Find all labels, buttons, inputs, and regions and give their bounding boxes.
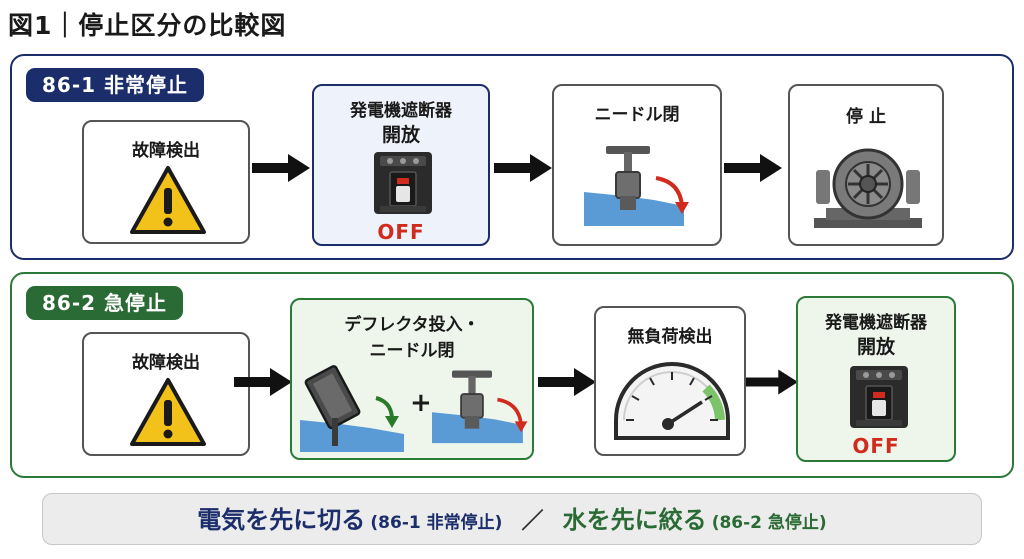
flow-arrow (538, 368, 596, 396)
step-fault-detect: 故障検出 (82, 332, 250, 456)
step-title: デフレクタ投入・ (344, 315, 480, 335)
warning-icon (130, 166, 206, 234)
step-title: ニードル閉 (594, 105, 680, 125)
flow-arrow (724, 154, 782, 182)
summary-electric-first: 電気を先に切る (197, 506, 366, 534)
step-breaker-open: 発電機遮断器 開放 OFF (796, 296, 956, 462)
flow-arrow (494, 154, 552, 182)
breaker-icon (374, 152, 432, 214)
needle-valve-icon (432, 370, 528, 444)
figure-title: 図1｜停止区分の比較図 (8, 11, 287, 40)
summary-tag-86-1: (86-1 非常停止) (370, 513, 503, 533)
step-title: 停 止 (846, 107, 886, 127)
summary-bar: 電気を先に切る (86-1 非常停止) ／ 水を先に絞る (86-2 急停止) (42, 493, 982, 545)
step-needle-close: ニードル閉 (552, 84, 722, 246)
step-title: 故障検出 (132, 353, 200, 373)
status-off: OFF (377, 220, 425, 244)
section-quick-stop: 86-2 急停止 故障検出 デフレクタ投入・ ニードル閉 + (10, 272, 1014, 478)
step-title: 無負荷検出 (627, 327, 713, 347)
breaker-icon (850, 366, 908, 428)
flow-arrow (746, 369, 798, 395)
plus-sign: + (410, 388, 432, 418)
summary-water-first: 水を先に絞る (562, 506, 707, 534)
generator-icon (814, 148, 922, 228)
section-label-86-2: 86-2 急停止 (26, 286, 184, 320)
flow-arrow (252, 154, 310, 182)
gauge-icon (614, 362, 730, 440)
summary-separator: ／ (521, 509, 544, 534)
step-title: 故障検出 (132, 141, 200, 161)
step-subtitle: 開放 (381, 124, 420, 146)
step-subtitle: 開放 (856, 336, 895, 358)
step-fault-detect: 故障検出 (82, 120, 250, 244)
step-stop: 停 止 (788, 84, 944, 246)
step-title: 発電機遮断器 (350, 101, 452, 121)
step-no-load-detect: 無負荷検出 (594, 306, 746, 456)
step-title-2: ニードル閉 (369, 341, 455, 361)
deflector-icon (300, 365, 404, 452)
section-label-86-1: 86-1 非常停止 (26, 68, 205, 102)
step-title: 発電機遮断器 (825, 313, 927, 333)
step-breaker-open: 発電機遮断器 開放 OFF (312, 84, 490, 246)
step-deflector-needle: デフレクタ投入・ ニードル閉 + (290, 298, 534, 460)
warning-icon (130, 378, 206, 446)
status-off: OFF (852, 434, 900, 458)
needle-valve-icon (584, 146, 689, 226)
flow-arrow (234, 368, 292, 396)
summary-tag-86-2: (86-2 急停止) (711, 513, 827, 533)
section-emergency-stop: 86-1 非常停止 故障検出 発電機遮断器 開放 OFF ニードル閉 (10, 54, 1014, 260)
